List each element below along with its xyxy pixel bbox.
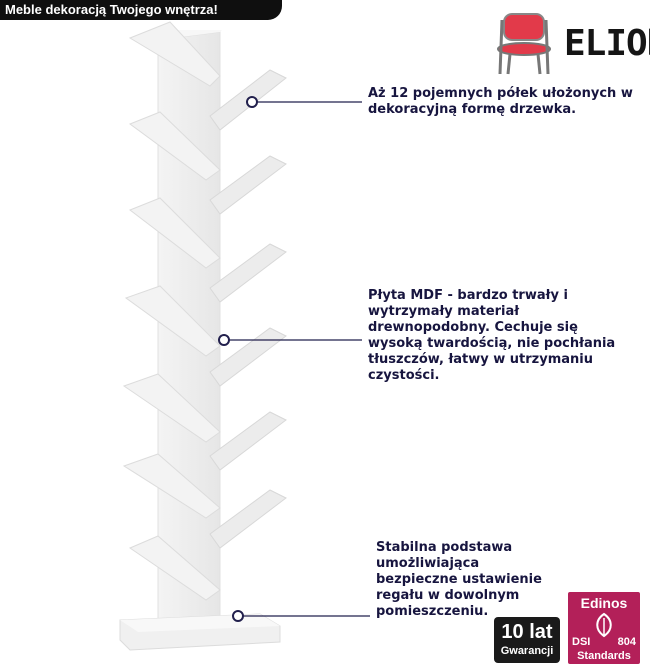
warranty-badge: 10 lat Gwarancji <box>494 617 560 663</box>
callout-base: Stabilna podstawa umożliwiająca bezpiecz… <box>376 540 542 619</box>
edinos-badge: Edinos DSI 804 Standards <box>568 592 640 664</box>
callout-shelves: Aż 12 pojemnych półek ułożonych w dekora… <box>368 86 633 117</box>
edinos-standards: Standards <box>577 650 631 662</box>
top-banner: Meble dekoracją Twojego wnętrza! <box>0 0 282 20</box>
leaf-icon <box>596 612 612 638</box>
edinos-code: 804 <box>617 636 636 648</box>
chair-logo-icon <box>497 13 551 75</box>
callout-material: Płyta MDF - bardzo trwały i wytrzymały m… <box>368 288 616 383</box>
edinos-name: Edinos <box>580 595 628 611</box>
warranty-value: 10 lat <box>501 621 553 643</box>
edinos-dsi: DSI <box>572 636 591 648</box>
warranty-label: Gwarancji <box>500 645 554 657</box>
brand-name: ELIOR <box>564 23 650 64</box>
